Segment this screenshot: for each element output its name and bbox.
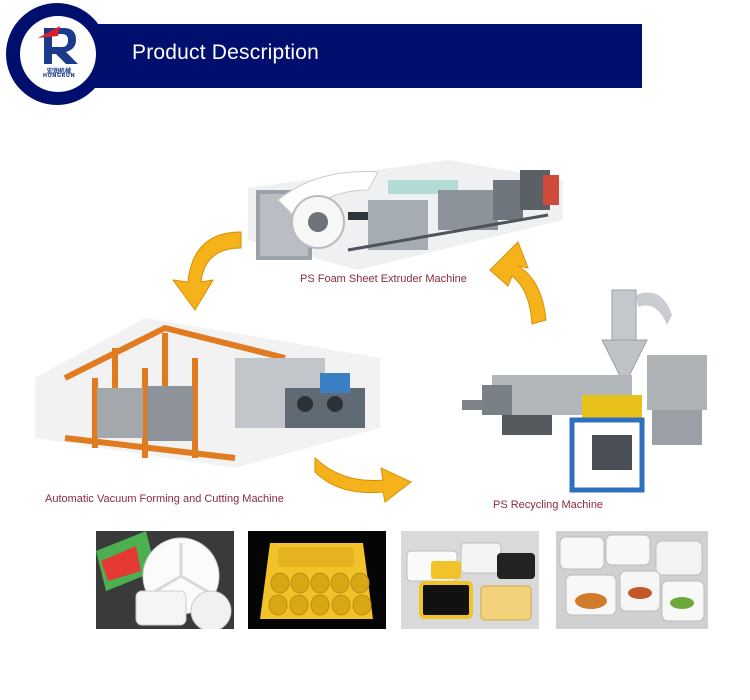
product-photo-clamshells [556, 531, 708, 629]
logo-icon [20, 16, 96, 92]
header-banner [40, 24, 642, 88]
extruder-caption: PS Foam Sheet Extruder Machine [300, 273, 467, 285]
forming-machine-image [35, 318, 380, 468]
recycling-machine-image [462, 285, 717, 495]
product-photo-egg-tray [248, 531, 386, 629]
logo-mark [38, 26, 78, 64]
curved-arrow-icon [488, 240, 568, 330]
product-photo-trays [401, 531, 539, 629]
logo-text-en: HONGRUN [42, 73, 76, 79]
page-title: Product Description [132, 41, 320, 64]
curved-arrow-icon [163, 222, 243, 312]
recycling-caption: PS Recycling Machine [493, 499, 604, 511]
product-photo-plates [96, 531, 234, 629]
forming-caption: Automatic Vacuum Forming and Cutting Mac… [45, 493, 284, 505]
curved-arrow-icon [313, 450, 413, 505]
logo-text-cn: 宏润机械 [46, 68, 71, 75]
extruder-machine-image [248, 160, 563, 270]
